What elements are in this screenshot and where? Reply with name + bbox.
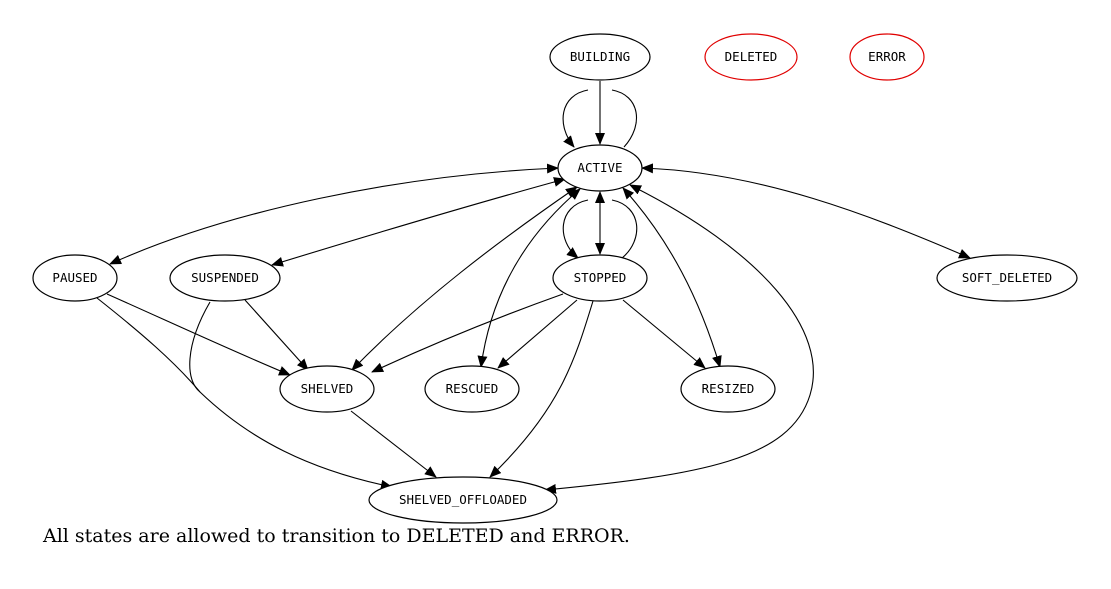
node-shelved-offloaded: SHELVED_OFFLOADED xyxy=(368,476,558,524)
edge-building-active-loop-left xyxy=(562,89,589,148)
edge-suspended-shelved-offloaded xyxy=(189,301,211,393)
edge-building-active-loop-right xyxy=(611,89,638,148)
edge-stopped-rescued xyxy=(497,299,578,369)
nodes: BUILDING DELETED ERROR ACTIVE PAUSED SUS… xyxy=(32,33,1078,524)
node-stopped-label: STOPPED xyxy=(574,270,627,285)
node-building: BUILDING xyxy=(549,33,651,81)
edge-paused-shelved-offloaded xyxy=(96,297,393,490)
node-soft-deleted-label: SOFT_DELETED xyxy=(962,270,1052,285)
diagram-caption: All states are allowed to transition to … xyxy=(43,525,630,547)
edge-stopped-shelved-offloaded xyxy=(489,300,594,478)
node-error-label: ERROR xyxy=(868,49,906,64)
node-building-label: BUILDING xyxy=(570,49,630,64)
node-paused: PAUSED xyxy=(32,254,118,302)
edge-stopped-shelved xyxy=(371,293,564,373)
edge-shelved-shelved-offloaded xyxy=(350,410,437,478)
node-shelved-offloaded-label: SHELVED_OFFLOADED xyxy=(399,492,527,507)
edge-active-soft-deleted xyxy=(641,163,971,259)
node-deleted: DELETED xyxy=(704,33,798,81)
node-deleted-label: DELETED xyxy=(725,49,778,64)
edge-active-stopped-loop-left xyxy=(562,199,589,259)
node-active: ACTIVE xyxy=(557,144,643,192)
edge-active-shelved-offloaded xyxy=(544,184,814,494)
edge-suspended-shelved xyxy=(244,299,309,371)
edge-active-shelved xyxy=(351,186,578,371)
node-shelved-label: SHELVED xyxy=(301,381,354,396)
node-suspended: SUSPENDED xyxy=(169,254,281,302)
edge-paused-shelved xyxy=(106,293,291,376)
node-resized: RESIZED xyxy=(680,365,776,413)
node-error: ERROR xyxy=(849,33,925,81)
node-rescued: RESCUED xyxy=(424,365,520,413)
edges xyxy=(96,81,971,494)
node-stopped: STOPPED xyxy=(552,254,648,302)
edge-active-suspended xyxy=(271,177,566,267)
node-suspended-label: SUSPENDED xyxy=(191,270,259,285)
node-resized-label: RESIZED xyxy=(702,381,755,396)
node-soft-deleted: SOFT_DELETED xyxy=(936,254,1078,302)
edge-active-stopped-loop-right xyxy=(611,199,638,259)
edge-stopped-resized xyxy=(622,299,706,369)
node-shelved: SHELVED xyxy=(279,365,375,413)
node-rescued-label: RESCUED xyxy=(446,381,499,396)
node-active-label: ACTIVE xyxy=(577,160,622,175)
node-paused-label: PAUSED xyxy=(52,270,97,285)
